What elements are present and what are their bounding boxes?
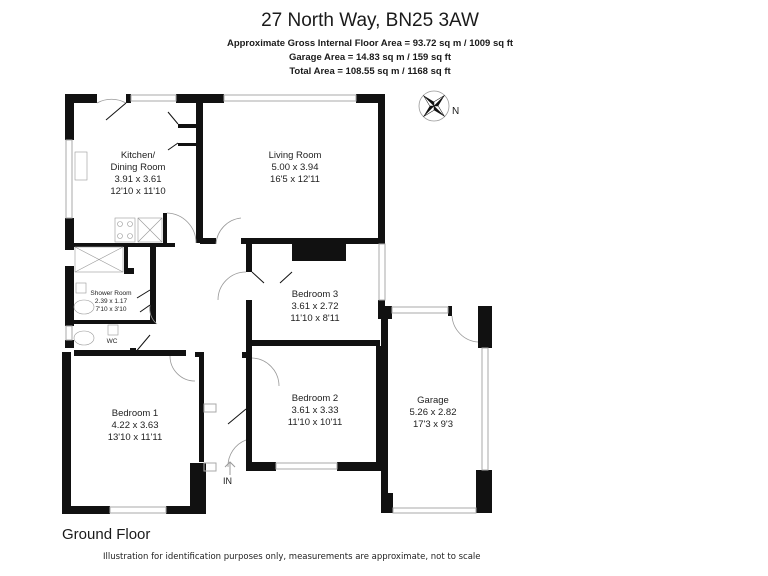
room-imperial: 7'10 x 3'10 <box>95 306 127 313</box>
gross-internal-area: Approximate Gross Internal Floor Area = … <box>226 38 514 49</box>
room-name: WC <box>106 338 118 345</box>
room-metric: 3.91 x 3.61 <box>114 174 162 185</box>
room-bedroom-1: Bedroom 1 4.22 x 3.63 13'10 x 11'11 <box>90 408 180 444</box>
room-imperial: 12'10 x 11'10 <box>110 186 166 197</box>
room-garage: Garage 5.26 x 2.82 17'3 x 9'3 <box>393 395 473 431</box>
room-metric: 5.26 x 2.82 <box>409 407 457 418</box>
room-metric: 2.39 x 1.17 <box>94 298 128 305</box>
disclaimer: Illustration for identification purposes… <box>103 552 481 562</box>
room-wc: WC <box>97 338 127 346</box>
door-swings <box>96 98 479 468</box>
room-name: Bedroom 2 <box>291 393 339 404</box>
compass-rose-icon <box>418 90 450 122</box>
room-name: Dining Room <box>110 162 166 173</box>
room-kitchen-dining: Kitchen/ Dining Room 3.91 x 3.61 12'10 x… <box>98 150 178 198</box>
room-name: Bedroom 1 <box>111 408 159 419</box>
room-shower: Shower Room 2.39 x 1.17 7'10 x 3'10 <box>86 290 136 314</box>
room-metric: 4.22 x 3.63 <box>111 420 159 431</box>
room-imperial: 16'5 x 12'11 <box>270 174 320 185</box>
room-name: Shower Room <box>90 290 132 297</box>
windows <box>65 94 489 514</box>
room-metric: 5.00 x 3.94 <box>271 162 319 173</box>
garage-area: Garage Area = 14.83 sq m / 159 sq ft <box>288 52 452 63</box>
room-name: Living Room <box>268 150 322 161</box>
room-bedroom-2: Bedroom 2 3.61 x 3.33 11'10 x 10'11 <box>270 393 360 429</box>
room-imperial: 11'10 x 10'11 <box>287 417 343 428</box>
room-imperial: 11'10 x 8'11 <box>290 313 340 324</box>
room-imperial: 17'3 x 9'3 <box>412 419 454 430</box>
room-name: Bedroom 3 <box>291 289 339 300</box>
walls <box>62 94 492 514</box>
room-metric: 3.61 x 2.72 <box>291 301 339 312</box>
room-name: Kitchen/ <box>120 150 156 161</box>
total-area: Total Area = 108.55 sq m / 1168 sq ft <box>289 66 451 77</box>
room-living: Living Room 5.00 x 3.94 16'5 x 12'11 <box>250 150 340 186</box>
property-title: 27 North Way, BN25 3AW <box>261 10 479 31</box>
compass-north-label: N <box>452 106 460 117</box>
room-bedroom-3: Bedroom 3 3.61 x 2.72 11'10 x 8'11 <box>270 289 360 325</box>
room-name: Garage <box>417 395 449 406</box>
room-imperial: 13'10 x 11'11 <box>107 432 163 443</box>
floor-label: Ground Floor <box>62 526 151 543</box>
room-metric: 3.61 x 3.33 <box>291 405 339 416</box>
entrance-arrow-icon <box>224 461 236 475</box>
entrance-label: IN <box>223 476 232 486</box>
door-leaves <box>105 102 293 425</box>
fixtures <box>73 151 163 346</box>
